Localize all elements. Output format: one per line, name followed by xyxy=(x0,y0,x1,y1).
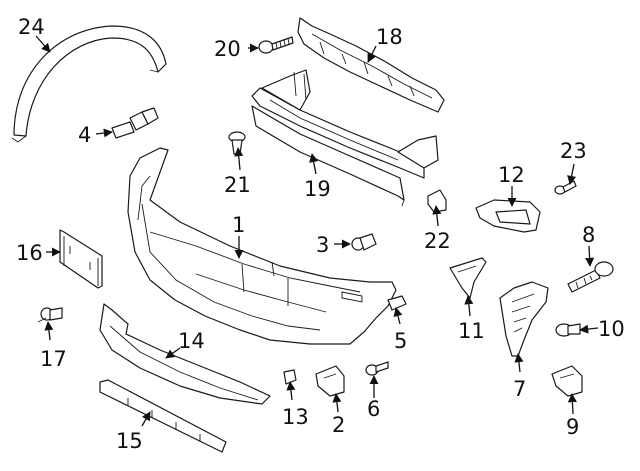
part-15-lower-strip xyxy=(99,379,227,453)
leader-14 xyxy=(165,347,181,359)
part-21-push-clip xyxy=(228,131,246,155)
leader-lines xyxy=(35,35,599,427)
leader-9 xyxy=(567,393,577,415)
part-9-clip xyxy=(551,365,583,397)
part-18-upper-bracket xyxy=(297,17,445,113)
part-24-wheel-arch-molding xyxy=(11,25,167,143)
callout-1: 1 xyxy=(232,213,245,237)
callout-17: 17 xyxy=(40,347,67,371)
callout-12: 12 xyxy=(498,163,525,187)
leader-24 xyxy=(35,35,51,53)
part-11-deflector xyxy=(449,257,487,299)
leader-13 xyxy=(286,381,296,401)
callout-9: 9 xyxy=(566,415,579,439)
part-2-clip xyxy=(315,365,345,397)
callout-20: 20 xyxy=(214,37,241,61)
callout-24: 24 xyxy=(18,15,45,39)
part-12-fog-lamp-bezel xyxy=(475,199,541,233)
part-22-bracket xyxy=(427,189,447,213)
part-14-lower-valance xyxy=(99,303,271,405)
part-4-push-pin xyxy=(111,107,159,139)
part-19-reinforcement-bar xyxy=(251,69,439,207)
part-23-screw xyxy=(554,180,577,195)
leader-10 xyxy=(579,324,599,334)
callout-21: 21 xyxy=(224,173,251,197)
part-17-push-clip xyxy=(37,307,63,323)
leader-8 xyxy=(585,245,595,267)
callout-18: 18 xyxy=(376,25,403,49)
callout-22: 22 xyxy=(424,229,451,253)
leader-4 xyxy=(95,128,113,138)
callout-10: 10 xyxy=(598,317,625,341)
part-8-bolt xyxy=(567,261,614,293)
leader-17 xyxy=(44,321,54,341)
callout-6: 6 xyxy=(367,397,380,421)
leader-22 xyxy=(432,205,442,227)
leader-15 xyxy=(141,411,151,427)
callout-14: 14 xyxy=(178,329,205,353)
part-5-clip xyxy=(387,295,407,311)
part-10-push-clip xyxy=(555,323,581,337)
leader-21 xyxy=(234,147,244,171)
leader-18 xyxy=(367,45,377,63)
leader-5 xyxy=(393,307,403,325)
part-3-push-clip xyxy=(351,233,377,251)
callout-5: 5 xyxy=(394,329,407,353)
callout-16: 16 xyxy=(16,241,43,265)
part-7-side-grille xyxy=(499,281,549,357)
callout-labels: 24 20 18 4 21 19 23 12 22 1 3 8 16 11 5 … xyxy=(16,15,625,453)
callout-7: 7 xyxy=(513,377,526,401)
callout-15: 15 xyxy=(116,429,143,453)
callout-13: 13 xyxy=(282,405,309,429)
callout-2: 2 xyxy=(332,413,345,437)
leader-19 xyxy=(309,153,319,175)
part-20-screw xyxy=(258,36,294,54)
callout-8: 8 xyxy=(582,223,595,247)
callout-19: 19 xyxy=(304,177,331,201)
part-6-screw xyxy=(365,361,389,376)
part-1-bumper-cover xyxy=(127,147,397,345)
leader-11 xyxy=(464,295,474,317)
leader-23 xyxy=(567,163,577,185)
leader-2 xyxy=(332,393,342,413)
leader-7 xyxy=(514,353,524,373)
part-13-cap xyxy=(283,369,297,385)
callout-4: 4 xyxy=(78,123,91,147)
callout-23: 23 xyxy=(560,139,587,163)
part-16-license-bracket xyxy=(59,229,103,289)
callout-11: 11 xyxy=(458,319,485,343)
callout-3: 3 xyxy=(316,233,329,257)
